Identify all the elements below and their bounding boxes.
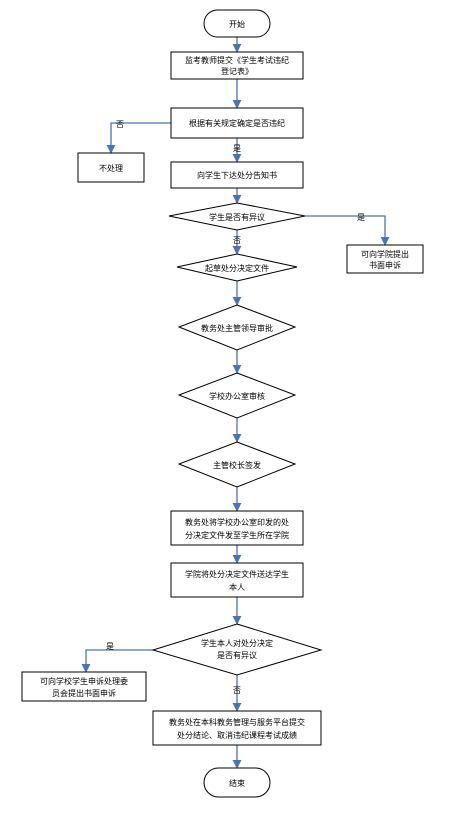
approve-label: 教务处主管领导审批 — [201, 323, 273, 333]
draft-label: 起草处分决定文件 — [205, 263, 269, 273]
issue-label-line2: 分决定文件发至学生所在学院 — [185, 530, 289, 540]
appeal-committee-line1: 可向学校学生申诉处理委 — [40, 676, 128, 686]
no-action-label: 不处理 — [99, 163, 123, 173]
node-submit: 监考教师提交《学生考试违纪 登记表》 — [170, 51, 304, 80]
final-objection-line2: 是否有异议 — [217, 650, 257, 660]
end-label: 结束 — [229, 778, 245, 788]
submit-label-line1: 监考教师提交《学生考试违纪 — [185, 55, 289, 65]
start-label: 开始 — [229, 19, 245, 29]
principal-sign-label: 主管校长签发 — [213, 460, 261, 470]
final-objection-line1: 学生本人对处分决定 — [201, 638, 273, 648]
node-appeal-college: 可向学院提出 书面申诉 — [346, 244, 424, 274]
node-approve: 教务处主管领导审批 — [177, 304, 297, 351]
issue-label-line1: 教务处将学校办公室印发的处 — [185, 517, 289, 527]
submit-platform-line1: 教务处在本科教务管理与服务平台提交 — [169, 717, 305, 727]
node-final-objection: 学生本人对处分决定 是否有异议 — [151, 623, 323, 676]
appeal-committee-line2: 员会提出书面申诉 — [52, 688, 116, 698]
edge-finalobj-committee — [81, 649, 153, 673]
label-finalobj-no: 否 — [233, 686, 241, 695]
node-submit-platform: 教务处在本科教务管理与服务平台提交 处分结论、取消违纪课程考试成绩 — [152, 710, 322, 746]
deliver-label-line2: 本人 — [229, 582, 245, 592]
edge-labels: 否 是 是 否 是 否 — [106, 120, 365, 695]
judge-label: 根据有关规定确定是否违纪 — [189, 118, 285, 128]
node-deliver: 学院将处分决定文件送达学生 本人 — [170, 562, 304, 598]
edge-judge-noaction — [106, 122, 171, 154]
submit-label-line2: 登记表》 — [221, 66, 253, 76]
label-judge-yes: 是 — [233, 144, 241, 153]
node-appeal-committee: 可向学校学生申诉处理委 员会提出书面申诉 — [21, 671, 147, 702]
appeal-college-line2: 书面申诉 — [369, 260, 401, 270]
node-end: 结束 — [203, 767, 271, 798]
appeal-college-line1: 可向学院提出 — [361, 249, 409, 259]
node-start: 开始 — [203, 9, 271, 38]
node-draft: 起草处分决定文件 — [176, 253, 298, 282]
node-judge: 根据有关规定确定是否违纪 — [170, 107, 304, 139]
node-notify: 向学生下达处分告知书 — [170, 161, 304, 189]
node-issue: 教务处将学校办公室印发的处 分决定文件发至学生所在学院 — [170, 510, 304, 546]
node-objection: 学生是否有异议 — [168, 202, 306, 231]
label-finalobj-yes: 是 — [106, 642, 114, 651]
office-review-label: 学校办公室审核 — [209, 391, 265, 401]
notify-label: 向学生下达处分告知书 — [197, 170, 277, 180]
submit-platform-line2: 处分结论、取消违纪课程考试成绩 — [177, 730, 297, 740]
node-office-review: 学校办公室审核 — [177, 372, 297, 419]
edge-objection-college — [305, 215, 390, 246]
deliver-label-line1: 学院将处分决定文件送达学生 — [185, 569, 289, 579]
edges — [81, 37, 390, 769]
label-objection-no: 否 — [233, 236, 241, 245]
objection-label: 学生是否有异议 — [209, 212, 265, 222]
node-no-action: 不处理 — [77, 152, 145, 183]
label-objection-yes: 是 — [357, 213, 365, 222]
label-judge-no: 否 — [116, 120, 124, 129]
node-principal-sign: 主管校长签发 — [177, 441, 297, 488]
